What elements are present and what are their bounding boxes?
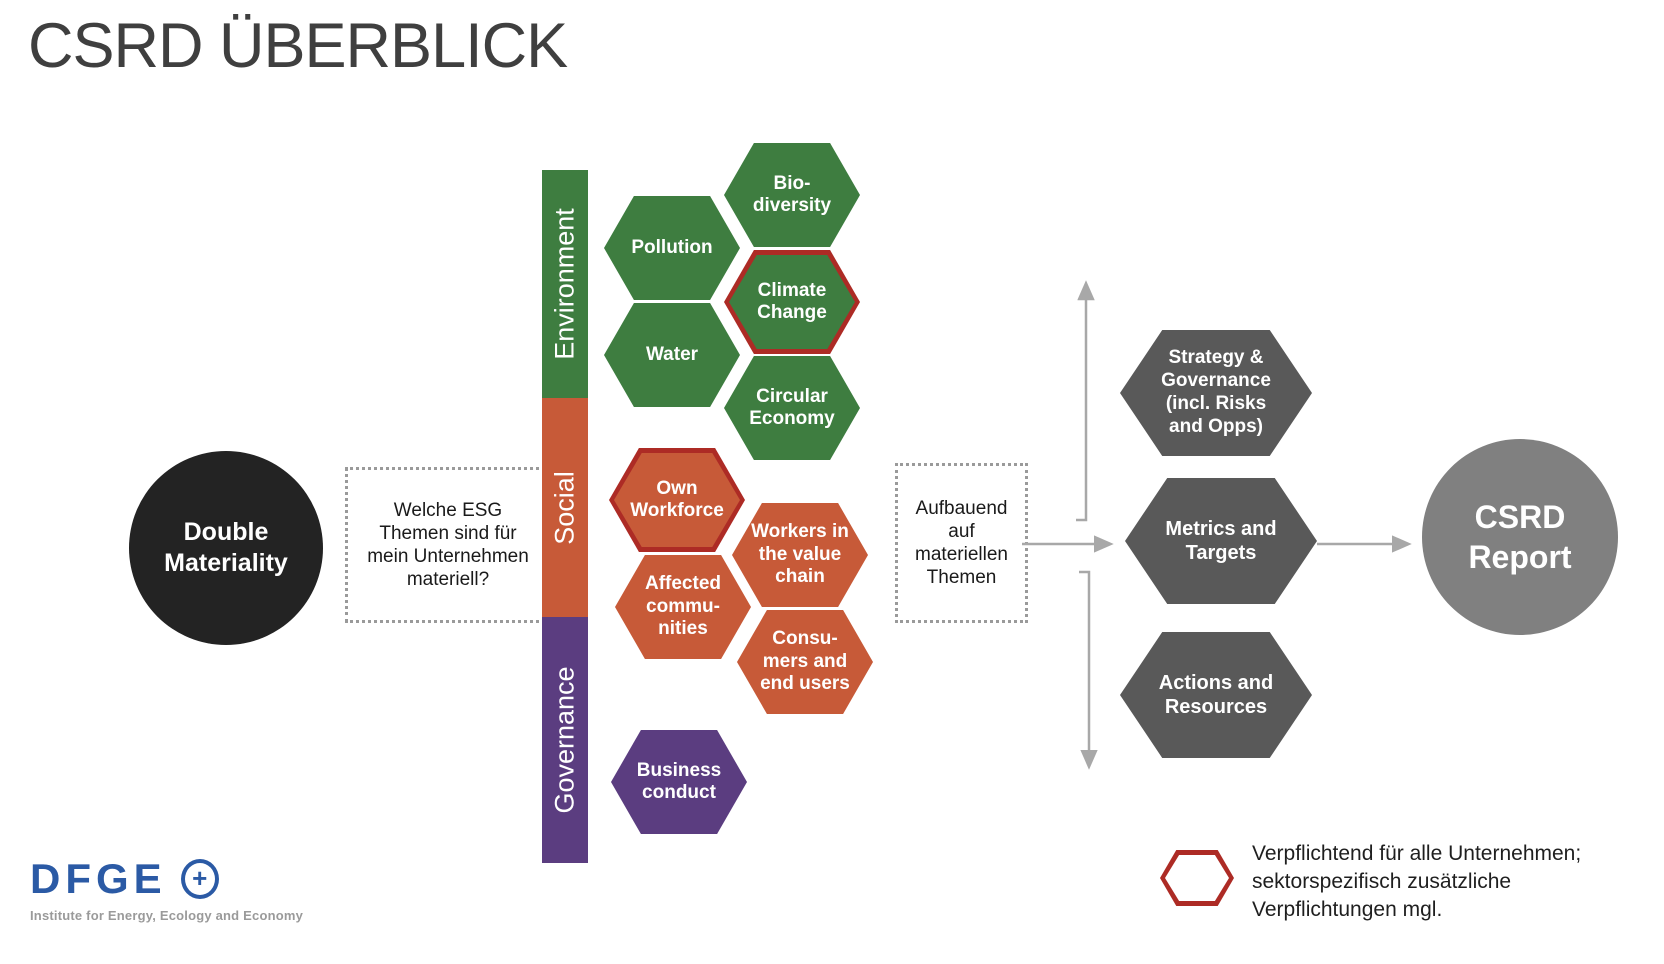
reporting-hex-strategy-governance: Strategy & Governance (incl. Risks and O… [1120, 330, 1312, 456]
esg-bar-segment-governance: Governance [542, 617, 588, 863]
csrd-report-circle: CSRD Report [1422, 439, 1618, 635]
esg-bar-label-governance: Governance [549, 666, 580, 814]
legend-mandatory-hex-icon [1160, 850, 1234, 906]
topic-hex-consumers-end-users: Consu- mers and end users [737, 610, 873, 714]
reporting-hex-actions-resources: Actions and Resources [1120, 632, 1312, 758]
materiality-question-box: Welche ESG Themen sind für mein Unterneh… [345, 467, 551, 623]
esg-bar-label-social: Social [549, 470, 580, 545]
circled-plus-icon: + [180, 859, 219, 899]
topic-hex-workers-value-chain: Workers in the value chain [732, 503, 868, 607]
csrd-report-label: CSRD Report [1468, 499, 1572, 575]
dfge-logo-tagline: Institute for Energy, Ecology and Econom… [30, 908, 304, 923]
page-title: CSRD ÜBERBLICK [28, 11, 568, 81]
dfge-logo-wordmark: DFGE [30, 855, 167, 902]
topic-hex-biodiversity: Bio- diversity [724, 143, 860, 247]
esg-bar-label-environment: Environment [549, 208, 580, 360]
topic-hex-circular-economy: Circular Economy [724, 356, 860, 460]
arrow-down [1079, 570, 1098, 770]
esg-bar-segment-environment: Environment [542, 170, 588, 398]
double-materiality-label: Double Materiality [164, 517, 288, 577]
arrow-up [1076, 280, 1095, 522]
basis-note-text: Aufbauend auf materiellen Themen [915, 497, 1008, 589]
reporting-hex-metrics-targets: Metrics and Targets [1125, 478, 1317, 604]
topic-hex-pollution: Pollution [604, 196, 740, 300]
topic-hex-climate-change: Climate Change [724, 250, 860, 354]
esg-bar-segment-social: Social [542, 398, 588, 617]
topic-hex-business-conduct: Business conduct [611, 730, 747, 834]
materiality-question-text: Welche ESG Themen sind für mein Unterneh… [367, 499, 529, 591]
topic-hex-affected-communities: Affected commu- nities [615, 555, 751, 659]
dfge-logo: DFGE + [30, 858, 219, 900]
double-materiality-circle: Double Materiality [129, 451, 323, 645]
topic-hex-own-workforce: Own Workforce [609, 448, 745, 552]
legend-text: Verpflichtend für alle Unternehmen; sekt… [1252, 842, 1582, 921]
topic-hex-water: Water [604, 303, 740, 407]
basis-note-box: Aufbauend auf materiellen Themen [895, 463, 1028, 623]
